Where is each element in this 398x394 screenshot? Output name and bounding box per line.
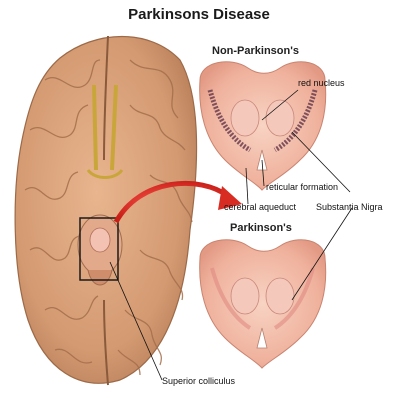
heading-non-parkinsons: Non-Parkinson's (212, 45, 299, 57)
label-superior-colliculus: Superior colliculus (162, 376, 235, 386)
heading-parkinsons: Parkinson's (230, 222, 292, 234)
diagram-title: Parkinsons Disease (0, 6, 398, 23)
brain-inferior-view (15, 36, 196, 385)
label-red-nucleus: red nucleus (298, 78, 345, 88)
label-reticular-formation: reticular formation (266, 182, 338, 192)
label-substantia-nigra: Substantia Nigra (316, 202, 383, 212)
midbrain-section-parkinsons (200, 240, 326, 368)
label-cerebral-aqueduct: cerebral aqueduct (224, 202, 296, 212)
